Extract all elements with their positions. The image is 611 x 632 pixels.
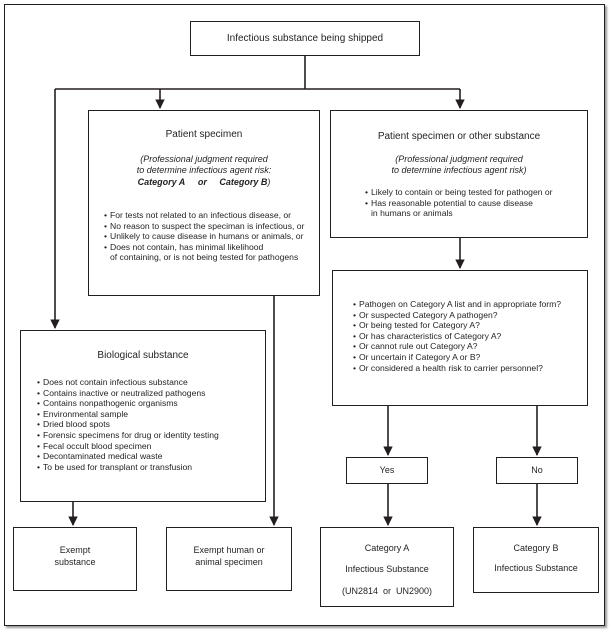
exempt-substance-box: Exempt substance xyxy=(13,527,137,591)
other-substance-note-1: (Professional judgment required xyxy=(395,154,523,164)
other-substance-title: Patient specimen or other substance xyxy=(377,131,541,142)
root-box: Infectious substance being shipped xyxy=(190,21,420,56)
list-item: •No reason to suspect the speciman is in… xyxy=(104,220,305,231)
category-b-result-box: Category B Infectious Substance xyxy=(473,527,599,593)
patient-specimen-title: Patient specimen xyxy=(165,129,243,140)
list-item: •Unlikely to cause disease in humans or … xyxy=(104,231,304,242)
category-a-result-line1: Category A xyxy=(364,543,410,553)
list-item: •To be used for transplant or transfusio… xyxy=(37,461,193,472)
list-item: •Or suspected Category A pathogen? xyxy=(353,309,498,320)
exempt-specimen-line2: animal specimen xyxy=(195,557,263,567)
exempt-specimen-box: Exempt human or animal specimen xyxy=(166,527,292,591)
category-a-result-box: Category A Infectious Substance (UN2814 … xyxy=(320,527,454,607)
biological-substance-title: Biological substance xyxy=(97,350,189,361)
category-a-result-line2: Infectious Substance xyxy=(345,564,429,574)
yes-label: Yes xyxy=(379,465,395,475)
list-item: •Or being tested for Category A? xyxy=(353,320,480,331)
other-substance-note-2: to determine infectious agent risk) xyxy=(391,165,527,175)
patient-specimen-categories: Category A or Category B) xyxy=(89,177,319,188)
or-word: or xyxy=(197,177,207,187)
category-b-result-line1: Category B xyxy=(513,543,559,553)
other-substance-box: Patient specimen or other substance (Pro… xyxy=(330,110,588,238)
category-a-label: Category A xyxy=(137,177,186,187)
root-label: Infectious substance being shipped xyxy=(226,33,384,44)
category-a-questions: •Pathogen on Category A list and in appr… xyxy=(353,299,561,373)
list-item: •Decontaminated medical waste xyxy=(37,451,163,462)
yes-box: Yes xyxy=(346,457,428,484)
list-item: •Dried blood spots xyxy=(37,419,110,430)
biological-substance-criteria: •Does not contain infectious substance •… xyxy=(37,377,219,472)
patient-specimen-note-2: to determine infectious agent risk: xyxy=(136,165,272,175)
list-item: •Contains inactive or neutralized pathog… xyxy=(37,387,206,398)
exempt-substance-line1: Exempt xyxy=(59,545,91,555)
no-label: No xyxy=(531,465,543,475)
list-item: •For tests not related to an infectious … xyxy=(104,210,292,220)
list-item: •Or considered a health risk to carrier … xyxy=(353,362,543,373)
exempt-substance-line2: substance xyxy=(54,557,96,567)
list-item: •Likely to contain or being tested for p… xyxy=(365,187,553,197)
list-item: of containing, or is not being tested fo… xyxy=(110,252,299,263)
exempt-specimen-line1: Exempt human or xyxy=(193,545,265,555)
list-item: •Or uncertain if Category A or B? xyxy=(353,351,481,362)
patient-specimen-criteria: •For tests not related to an infectious … xyxy=(104,210,304,263)
list-item: •Does not contain infectious substance xyxy=(37,377,188,387)
list-item: in humans or animals xyxy=(371,208,453,219)
close-paren: ) xyxy=(267,177,271,187)
list-item: •Or has characteristics of Category A? xyxy=(353,330,502,341)
category-a-result-line3: (UN2814 or UN2900) xyxy=(341,586,433,596)
list-item: •Forensic specimens for drug or identity… xyxy=(37,429,219,440)
other-substance-criteria: •Likely to contain or being tested for p… xyxy=(365,187,553,219)
category-b-result-line2: Infectious Substance xyxy=(494,563,578,573)
list-item: •Pathogen on Category A list and in appr… xyxy=(353,299,562,309)
category-a-questions-box: •Pathogen on Category A list and in appr… xyxy=(332,270,588,406)
list-item: •Contains nonpathogenic organisms xyxy=(37,398,178,409)
list-item: •Or cannot rule out Category A? xyxy=(353,341,478,352)
patient-specimen-note-1: (Professional judgment required xyxy=(140,154,268,164)
biological-substance-box: Biological substance •Does not contain i… xyxy=(20,330,266,502)
list-item: •Environmental sample xyxy=(37,408,129,419)
no-box: No xyxy=(496,457,578,484)
list-item: •Has reasonable potential to cause disea… xyxy=(365,197,533,208)
category-b-label: Category B xyxy=(219,177,268,187)
patient-specimen-box: Patient specimen (Professional judgment … xyxy=(88,110,320,296)
list-item: •Fecal occult blood specimen xyxy=(37,440,152,451)
list-item: •Does not contain, has minimal likelihoo… xyxy=(104,241,264,252)
